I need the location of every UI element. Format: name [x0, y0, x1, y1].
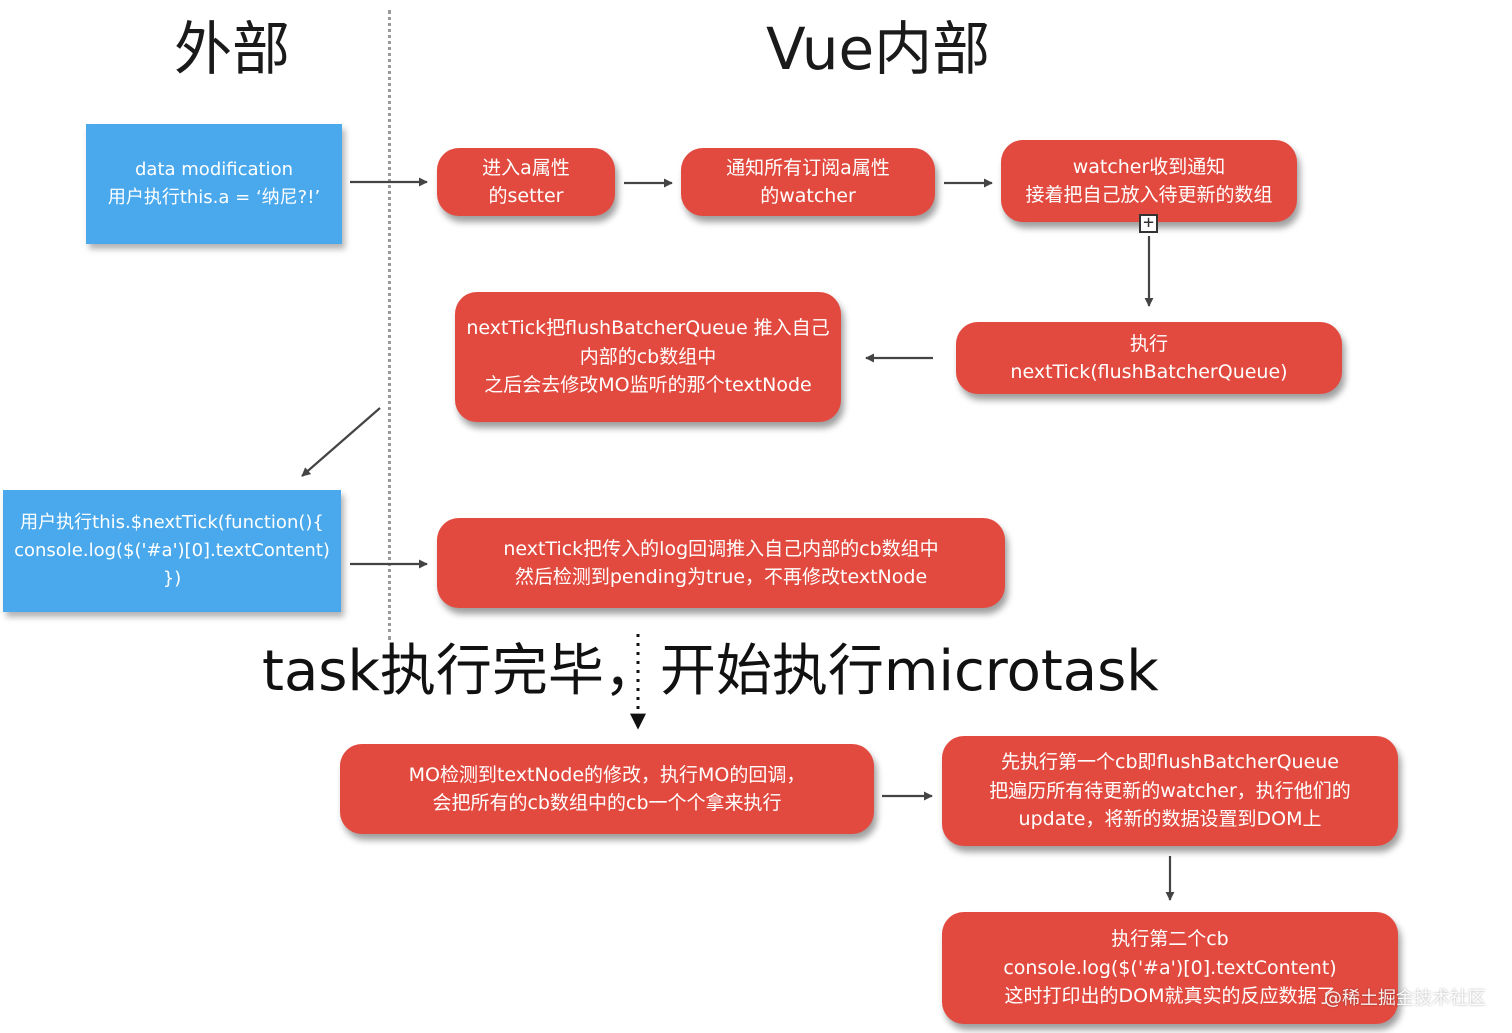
box-nexttick-push: nextTick把flushBatcherQueue 推入自己 内部的cb数组中… [455, 292, 841, 422]
box-first-cb: 先执行第一个cb即flushBatcherQueue 把遍历所有待更新的watc… [942, 736, 1398, 846]
box-second-cb: 执行第二个cb console.log($('#a')[0].textConte… [942, 912, 1398, 1024]
box-line: watcher收到通知 [1072, 155, 1226, 178]
box-notify-watcher: 通知所有订阅a属性 的watcher [681, 148, 935, 216]
heading-outside: 外部 [174, 15, 291, 83]
box-line: 把遍历所有待更新的watcher，执行他们的 [989, 779, 1351, 802]
expand-marker-icon: + [1139, 214, 1158, 233]
box-line: 会把所有的cb数组中的cb一个个拿来执行 [432, 792, 782, 814]
box-line: MO检测到textNode的修改，执行MO的回调， [408, 763, 806, 786]
task-microtask-caption: task执行完毕，开始执行microtask [262, 639, 1159, 704]
box-line: nextTick把传入的log回调推入自己内部的cb数组中 [503, 537, 939, 560]
box-line: update，将新的数据设置到DOM上 [1018, 808, 1322, 831]
box-nexttick-log: nextTick把传入的log回调推入自己内部的cb数组中 然后检测到pendi… [437, 518, 1005, 608]
watermark: @稀土掘金技术社区 [1324, 988, 1486, 1009]
box-line: 通知所有订阅a属性 [726, 156, 890, 179]
heading-vue-inside: Vue内部 [766, 15, 991, 83]
box-line: nextTick把flushBatcherQueue 推入自己 [466, 317, 830, 340]
box-line: 用户执行this.$nextTick(function(){ [20, 512, 324, 534]
arrow-push-to-blue2 [301, 407, 381, 477]
box-line: 然后检测到pending为true，不再修改textNode [514, 566, 928, 588]
box-line: 内部的cb数组中 [579, 345, 717, 368]
box-line: 用户执行this.a = ‘纳尼?!’ [107, 187, 321, 208]
box-line: 的watcher [760, 185, 856, 207]
box-line: 之后会去修改MO监听的那个textNode [484, 374, 812, 397]
box-line: data modification [135, 159, 293, 181]
box-line: 这时打印出的DOM就真实的反应数据了 [1004, 985, 1336, 1008]
box-line: 的setter [488, 185, 564, 207]
box-line: console.log($('#a')[0].textContent) [14, 540, 330, 562]
box-exec-nexttick: 执行 nextTick(flushBatcherQueue) [956, 322, 1342, 394]
box-line: nextTick(flushBatcherQueue) [1010, 361, 1288, 383]
box-line: console.log($('#a')[0].textContent) [1003, 956, 1337, 979]
box-user-nexttick: 用户执行this.$nextTick(function(){ console.l… [3, 490, 341, 612]
box-line: 先执行第一个cb即flushBatcherQueue [1001, 751, 1339, 774]
box-setter: 进入a属性 的setter [437, 148, 615, 216]
box-line: 接着把自己放入待更新的数组 [1025, 184, 1273, 206]
box-line: 执行第二个cb [1111, 928, 1229, 951]
outside-inside-divider [388, 10, 391, 640]
box-data-modification: data modification 用户执行this.a = ‘纳尼?!’ [86, 124, 342, 244]
box-mo-detect: MO检测到textNode的修改，执行MO的回调， 会把所有的cb数组中的cb一… [340, 744, 874, 834]
box-line: }) [162, 567, 182, 589]
box-watcher-receive: watcher收到通知 接着把自己放入待更新的数组 [1001, 140, 1297, 222]
box-line: 进入a属性 [482, 156, 570, 179]
box-line: 执行 [1129, 332, 1168, 355]
